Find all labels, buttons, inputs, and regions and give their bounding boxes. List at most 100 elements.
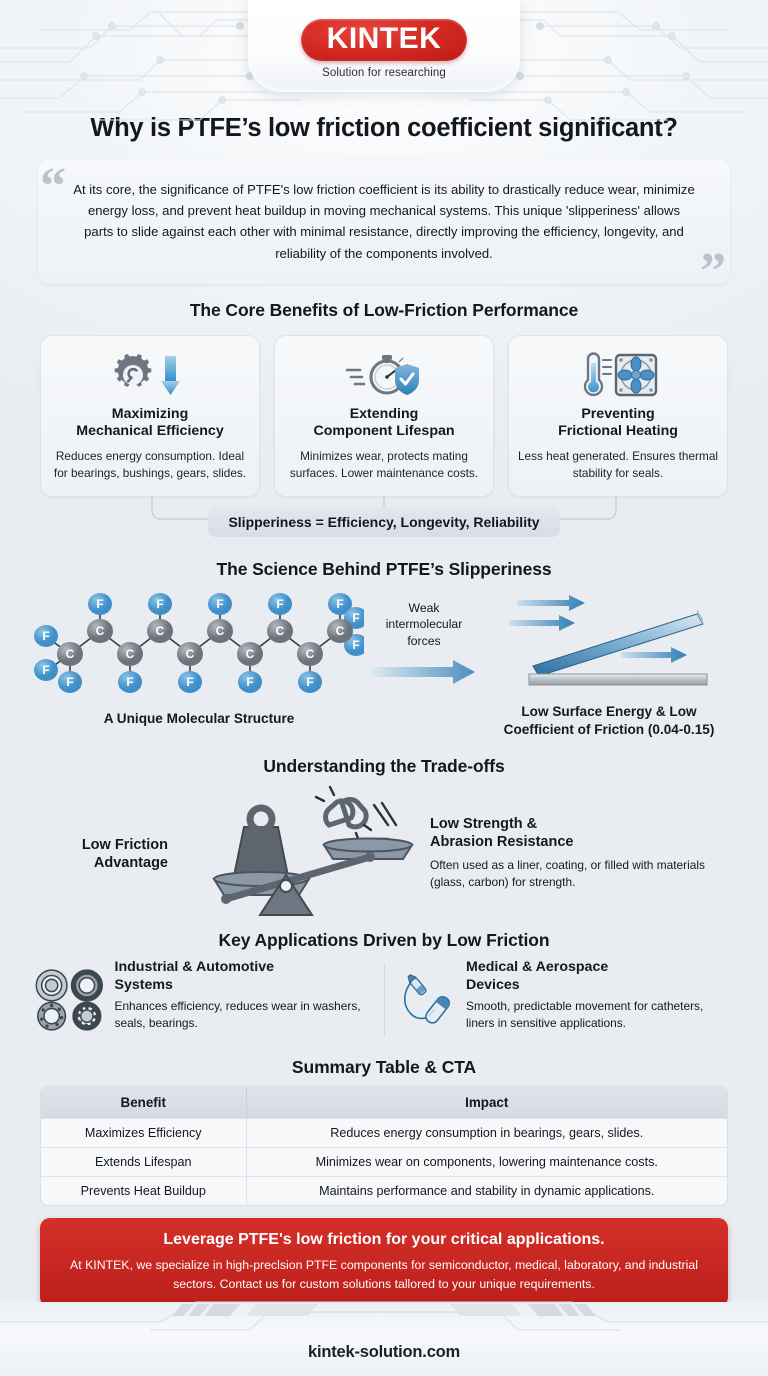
sliding-surface-column: Low Surface Energy & Low Coefficient of … (484, 586, 734, 738)
benefit-card-efficiency[interactable]: Maximizing Mechanical Efficiency Reduces… (40, 334, 260, 497)
arrow-label-line1: Weak (408, 600, 440, 615)
arrow-label-line2: intermolecular (385, 617, 463, 632)
application-medical[interactable]: Medical & Aerospace Devices Smooth, pred… (399, 959, 735, 1041)
quote-section: “ ” At its core, the significance of PTF… (38, 158, 730, 297)
slipperiness-summary: Slipperiness = Efficiency, Longevity, Re… (0, 506, 768, 537)
applications-list: Industrial & Automotive Systems Enhances… (34, 959, 734, 1041)
svg-text:F: F (246, 675, 253, 689)
science-section-title: The Science Behind PTFE’s Slipperiness (216, 558, 552, 579)
table-cell-impact: Reduces energy consumption in bearings, … (246, 1118, 727, 1148)
tradeoff-right-line1: Low Strength & (430, 816, 538, 833)
slipperiness-pill-label: Slipperiness = Efficiency, Longevity, Re… (208, 506, 560, 537)
quote-open-mark: “ (40, 158, 66, 215)
page-header: KINTEK Solution for researching (0, 0, 768, 96)
table-header-impact: Impact (246, 1087, 727, 1119)
sliding-caption: Low Surface Energy & Low Coefficient of … (484, 703, 734, 738)
page-title: Why is PTFE’s low friction coefficient s… (90, 114, 678, 142)
quote-text: At its core, the significance of PTFE's … (38, 159, 730, 284)
application-desc: Smooth, predictable movement for cathete… (466, 998, 704, 1030)
brand-tagline: Solution for researching (322, 66, 446, 79)
svg-text:C: C (126, 647, 135, 661)
svg-text:F: F (352, 611, 359, 625)
benefit-title-line2: Frictional Heating (558, 423, 678, 440)
benefit-card-title: Preventing Frictional Heating (517, 406, 719, 441)
table-cell-benefit: Extends Lifespan (41, 1147, 247, 1177)
svg-text:C: C (216, 624, 225, 638)
benefit-card-title: Extending Component Lifespan (283, 406, 485, 441)
benefit-title-line1: Extending (349, 405, 419, 422)
tradeoff-left-label: Low Friction Advantage (34, 836, 174, 872)
svg-text:C: C (66, 647, 75, 661)
benefit-card-desc: Reduces energy consumption. Ideal for be… (53, 449, 247, 481)
svg-text:C: C (96, 624, 105, 638)
table-row: Maximizes Efficiency Reduces energy cons… (41, 1118, 727, 1148)
svg-text:F: F (276, 597, 283, 611)
benefit-card-heating[interactable]: Preventing Frictional Heating Less heat … (508, 334, 728, 497)
cta-body: At KINTEK, we specialize in high-preclsi… (70, 1258, 698, 1291)
svg-text:F: F (126, 675, 133, 689)
benefits-section-title: The Core Benefits of Low-Friction Perfor… (189, 299, 579, 320)
footer-decoration (0, 1301, 768, 1331)
arrow-label-line3: forces (407, 633, 441, 648)
tradeoffs-section-title: Understanding the Trade-offs (263, 756, 505, 777)
application-title: Industrial & Automotive Systems (115, 959, 370, 994)
summary-table: Benefit Impact Maximizes Efficiency Redu… (40, 1086, 728, 1207)
svg-text:F: F (336, 597, 343, 611)
benefit-card-desc: Less heat generated. Ensures thermal sta… (517, 449, 718, 481)
svg-text:C: C (156, 624, 165, 638)
table-header-benefit: Benefit (41, 1087, 247, 1119)
benefit-cards: Maximizing Mechanical Efficiency Reduces… (40, 334, 728, 497)
table-row: Extends Lifespan Minimizes wear on compo… (41, 1147, 727, 1177)
table-cell-impact: Minimizes wear on components, lowering m… (246, 1147, 727, 1177)
svg-text:F: F (156, 597, 163, 611)
table-cell-benefit: Prevents Heat Buildup (41, 1176, 247, 1206)
balance-scale-icon (174, 781, 422, 926)
svg-text:F: F (352, 638, 359, 652)
svg-text:F: F (186, 675, 193, 689)
svg-text:F: F (42, 663, 49, 677)
svg-text:F: F (96, 597, 103, 611)
applications-section-title: Key Applications Driven by Low Friction (218, 930, 550, 951)
bearings-icon (35, 969, 103, 1031)
table-cell-benefit: Maximizes Efficiency (41, 1118, 247, 1148)
brand-logo-plate: KINTEK Solution for researching (248, 0, 520, 92)
footer-url: kintek-solution.com (307, 1343, 461, 1361)
summary-section-title: Summary Table & CTA (291, 1057, 477, 1078)
tradeoff-right-line2: Abrasion Resistance (430, 834, 574, 851)
tradeoff-left-line2: Advantage (93, 854, 168, 871)
svg-text:C: C (276, 624, 285, 638)
app-title-line1: Medical & Aerospace (466, 959, 609, 976)
tradeoff-left-line1: Low Friction (81, 836, 168, 853)
application-desc: Enhances efficiency, reduces wear in was… (114, 998, 361, 1030)
svg-text:F: F (306, 675, 313, 689)
benefit-title-line1: Preventing (581, 405, 655, 422)
stopwatch-shield-icon (283, 350, 485, 400)
app-title-line1: Industrial & Automotive (114, 959, 274, 976)
tradeoff-right-desc: Often used as a liner, coating, or fille… (430, 857, 705, 889)
quote-close-mark: ” (700, 242, 726, 300)
benefit-card-lifespan[interactable]: Extending Component Lifespan Minimizes w… (274, 334, 494, 497)
applications-divider (383, 963, 385, 1038)
application-industrial[interactable]: Industrial & Automotive Systems Enhances… (34, 959, 370, 1041)
tradeoff-right-block: Low Strength & Abrasion Resistance Often… (422, 816, 734, 891)
app-title-line2: Systems (114, 976, 173, 993)
application-title: Medical & Aerospace Devices (466, 959, 734, 994)
intermolecular-arrow-block: Weak intermolecular forces (364, 586, 484, 692)
svg-text:F: F (42, 629, 49, 643)
app-title-line2: Devices (466, 976, 520, 993)
benefit-title-line1: Maximizing (111, 405, 189, 422)
gear-down-arrow-icon (49, 350, 251, 400)
benefit-title-line2: Mechanical Efficiency (76, 423, 224, 440)
svg-text:C: C (186, 647, 195, 661)
table-cell-impact: Maintains performance and stability in d… (246, 1176, 727, 1206)
cta-heading: Leverage PTFE's low friction for your cr… (163, 1231, 605, 1249)
tradeoff-diagram: Low Friction Advantage (34, 781, 734, 926)
catheter-icon (403, 974, 450, 1024)
benefit-title-line2: Component Lifespan (313, 423, 455, 440)
sliding-caption-line1: Low Surface Energy & Low (521, 703, 697, 719)
table-row: Prevents Heat Buildup Maintains performa… (41, 1176, 727, 1206)
cta-banner[interactable]: Leverage PTFE's low friction for your cr… (40, 1218, 728, 1307)
